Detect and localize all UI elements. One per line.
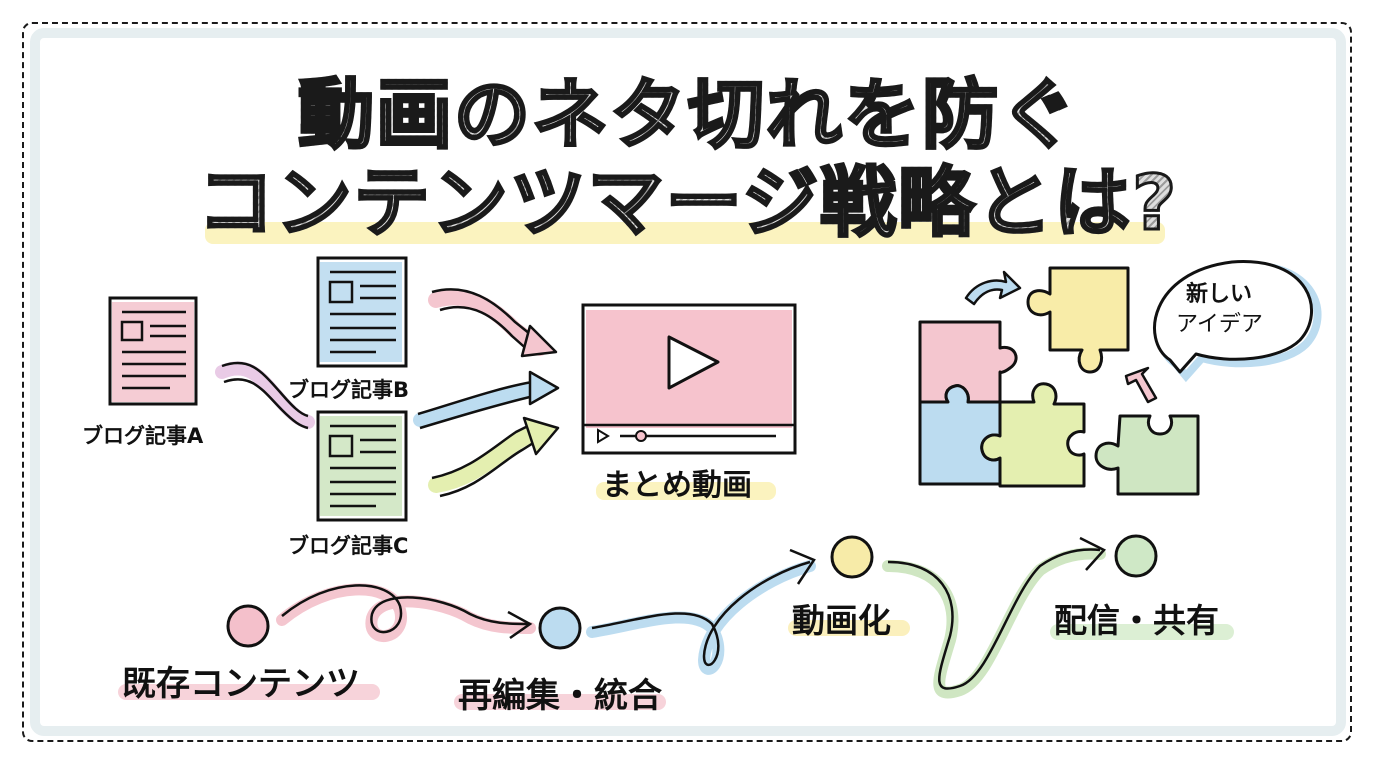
blog-label-b: ブログ記事B — [288, 378, 410, 402]
puzzle-piece-lime — [980, 382, 1086, 488]
blog-label-a: ブログ記事A — [82, 424, 204, 448]
flow-label-1: 既存コンテンツ — [122, 664, 360, 704]
video-label-highlight — [596, 482, 776, 500]
connector-a-to-c — [215, 361, 315, 430]
flow-label-4-highlight — [1050, 624, 1234, 640]
puzzle-piece-pink — [918, 320, 1018, 404]
flow-label-4: 配信・共有 — [1054, 601, 1219, 640]
dashed-frame — [22, 22, 1352, 742]
speech-bubble-line-1: 新しい — [1186, 282, 1253, 307]
document-icon-a — [108, 296, 198, 406]
arrow-lime — [428, 416, 560, 498]
flow-label-2: 再編集・統合 — [458, 676, 662, 716]
flow-node-3 — [830, 535, 874, 579]
arrow-up-pink-icon — [1124, 366, 1158, 404]
video-player-icon — [581, 303, 797, 455]
flow-path — [276, 536, 1107, 699]
title-line-2: コンテンツマージ戦略とは? — [0, 157, 1376, 249]
flow-node-1 — [226, 604, 270, 648]
document-icon-c — [316, 410, 408, 522]
video-label: まとめ動画 — [602, 468, 752, 503]
speech-bubble — [1153, 260, 1322, 383]
flow-label-1-highlight — [118, 684, 380, 700]
frame-wash — [30, 28, 1346, 736]
arrow-curved-blue-icon — [964, 270, 1022, 306]
document-icon-b — [316, 256, 408, 368]
puzzle-icon — [918, 266, 1200, 496]
flow-node-2 — [538, 606, 582, 650]
arrow-pink — [428, 288, 558, 358]
speech-bubble-line-2: アイデア — [1176, 312, 1263, 337]
play-icon — [667, 335, 720, 390]
title-highlight — [205, 222, 1165, 244]
flow-label-2-highlight — [454, 694, 666, 710]
puzzle-piece-yellow — [1026, 266, 1130, 374]
flow-label-3-highlight — [788, 620, 910, 636]
flow-label-3: 動画化 — [792, 601, 891, 640]
arrow-blue — [413, 370, 560, 430]
puzzle-piece-green — [1094, 414, 1200, 496]
title-line-1: 動画のネタ切れを防ぐ — [0, 69, 1376, 161]
blog-label-c: ブログ記事C — [288, 534, 409, 558]
flow-node-4 — [1114, 534, 1158, 578]
